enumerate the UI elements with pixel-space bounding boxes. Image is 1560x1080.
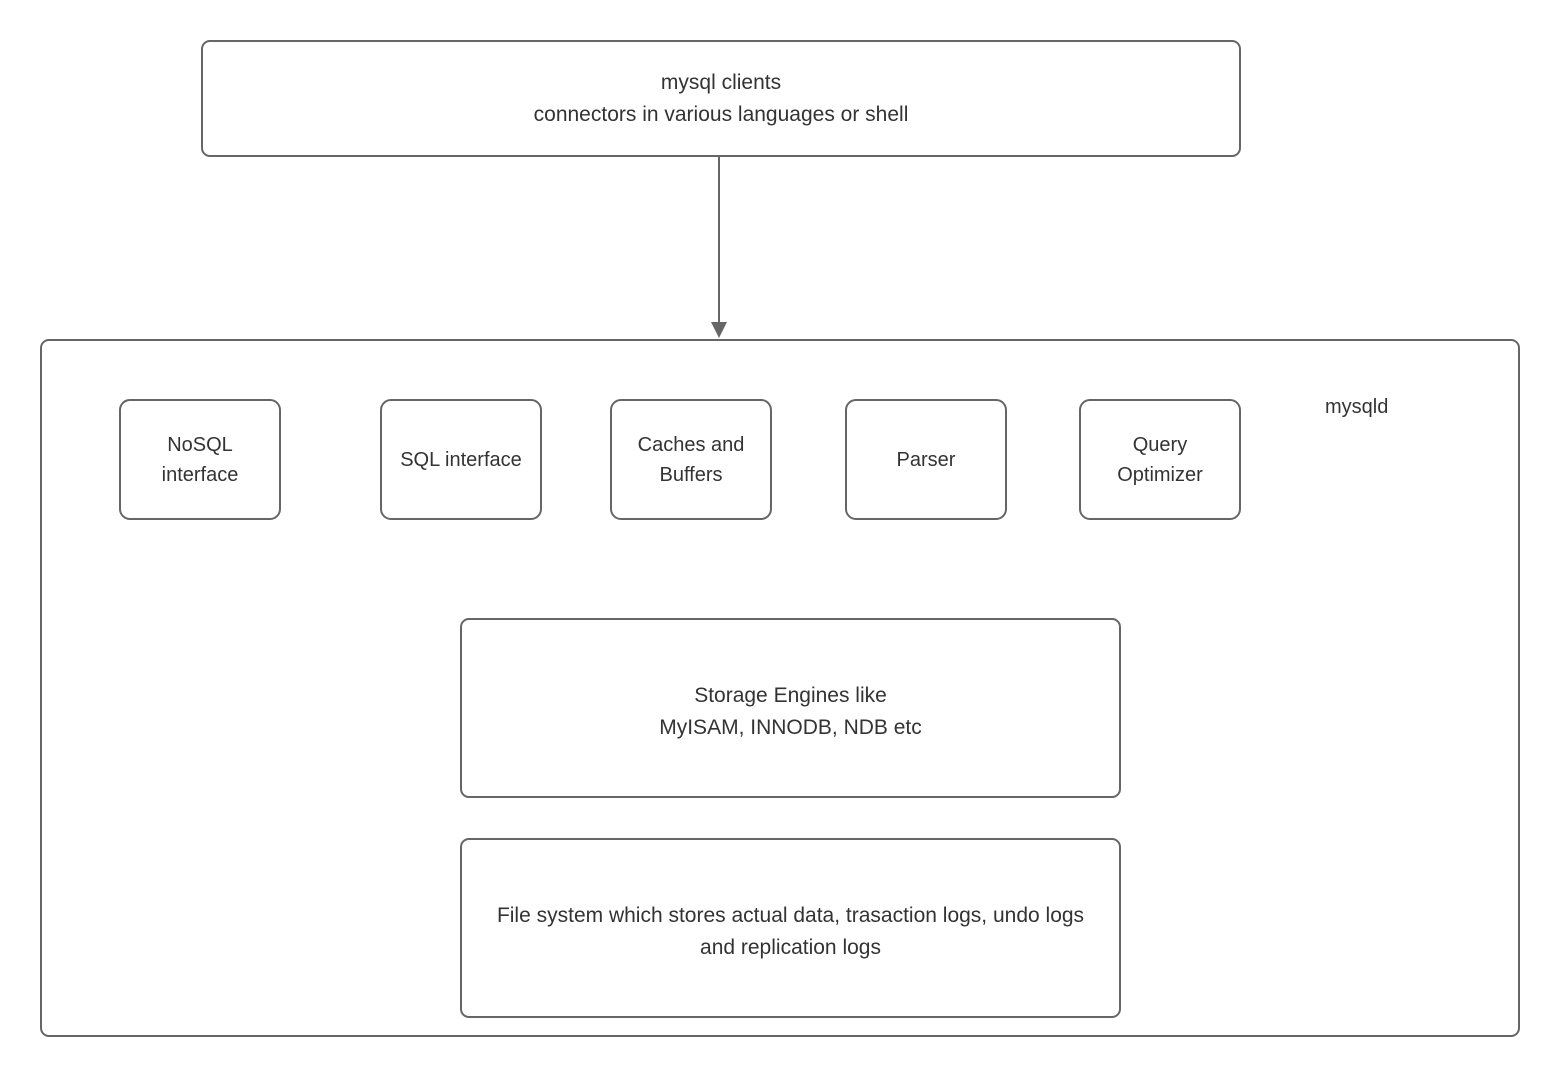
sql-interface-label: SQL interface <box>400 448 522 471</box>
mysql-clients-box[interactable]: mysql clients connectors in various lang… <box>201 40 1241 157</box>
file-system-label: File system which stores actual data, tr… <box>496 904 1085 959</box>
query-optimizer-box[interactable]: Query Optimizer <box>1079 399 1241 520</box>
query-optimizer-label: Query Optimizer <box>1117 433 1203 486</box>
sql-interface-box[interactable]: SQL interface <box>380 399 542 520</box>
mysql-clients-label: mysql clients connectors in various lang… <box>533 71 909 126</box>
parser-box[interactable]: Parser <box>845 399 1007 520</box>
caches-and-buffers-label: Caches and Buffers <box>637 433 745 486</box>
nosql-interface-box[interactable]: NoSQL interface <box>119 399 281 520</box>
file-system-box[interactable]: File system which stores actual data, tr… <box>460 838 1121 1018</box>
parser-label: Parser <box>896 448 956 471</box>
caches-and-buffers-box[interactable]: Caches and Buffers <box>610 399 772 520</box>
mysqld-label: mysqld <box>1325 396 1389 418</box>
storage-engines-box[interactable]: Storage Engines like MyISAM, INNODB, NDB… <box>460 618 1121 798</box>
storage-engines-label: Storage Engines like MyISAM, INNODB, NDB… <box>659 684 922 739</box>
nosql-interface-label: NoSQL interface <box>161 433 239 486</box>
